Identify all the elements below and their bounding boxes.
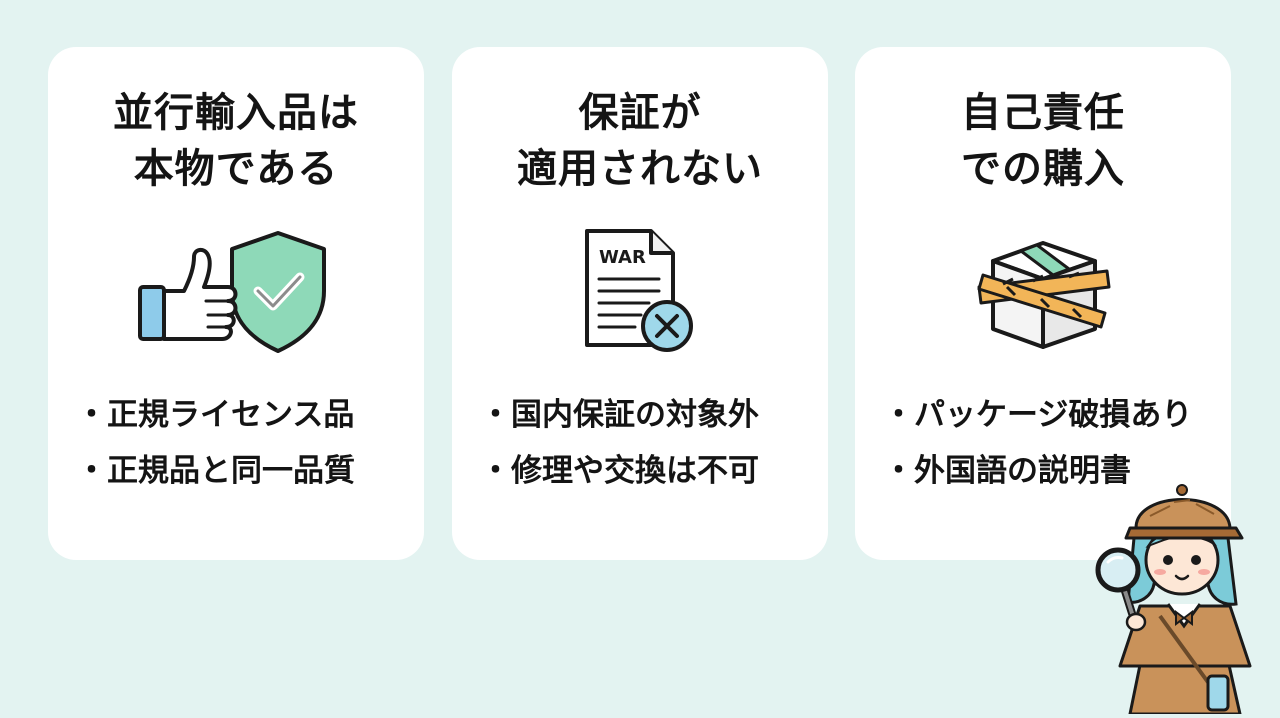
list-item: 正規品と同一品質 [76,443,424,499]
card-title-line-1: 並行輸入品は [113,90,359,136]
bullet-list: 国内保証の対象外 修理や交換は不可 [480,387,828,499]
card-title: 並行輸入品は 本物である [48,85,424,197]
bullet-list: パッケージ破損あり 外国語の説明書 [883,387,1231,499]
thumbs-up-shield-check-icon [48,229,424,359]
list-item: 正規ライセンス品 [76,387,424,443]
card-title-line-2: 本物である [133,146,339,192]
list-item: 外国語の説明書 [883,443,1231,499]
card-genuine-parallel-import: 並行輸入品は 本物である 正規ライセンス品 正規品と同一品質 [48,47,424,560]
card-title-line-1: 自己責任 [961,90,1125,136]
warranty-document-x-icon: WAR [452,229,828,359]
card-title-line-2: での購入 [961,146,1125,192]
card-title: 自己責任 での購入 [855,85,1231,197]
card-self-responsibility: 自己責任 での購入 パッケージ破損あり 外国語の説明書 [855,47,1231,560]
card-title-line-2: 適用されない [517,146,763,192]
list-item: 国内保証の対象外 [480,387,828,443]
detective-character-illustration [1090,476,1260,718]
card-no-warranty: 保証が 適用されない WAR 国内保証の対象外 修理や交換は不可 [452,47,828,560]
list-item: 修理や交換は不可 [480,443,828,499]
card-title-line-1: 保証が [578,90,702,136]
taped-box-icon [855,229,1231,359]
card-title: 保証が 適用されない [452,85,828,197]
bullet-list: 正規ライセンス品 正規品と同一品質 [76,387,424,499]
list-item: パッケージ破損あり [883,387,1231,443]
document-text: WAR [599,247,646,268]
